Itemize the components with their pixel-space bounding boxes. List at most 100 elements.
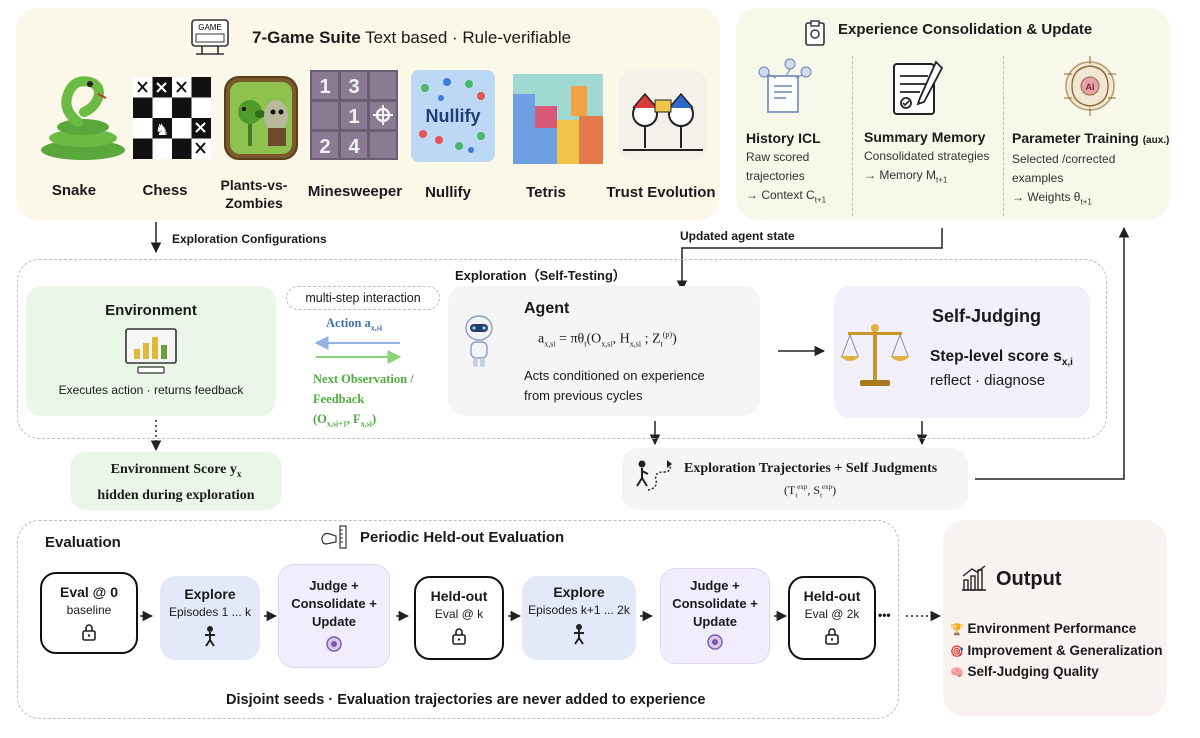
brain-icon: 🧠	[950, 667, 964, 679]
trajectories-box: Exploration Trajectories + Self Judgment…	[622, 448, 968, 510]
step-level-score: Step-level score sx,i	[930, 348, 1073, 368]
self-judging-title: Self-Judging	[932, 306, 1041, 326]
observation-line-2: Feedback	[313, 392, 365, 406]
clipboard-icon	[804, 20, 826, 46]
mine-cell-3: 1	[348, 106, 359, 128]
nullify-logo-text: Nullify	[425, 106, 480, 126]
self-judging-caption: reflect · diagnose	[930, 372, 1046, 389]
eval-step-6: Held-out Eval @ 2k	[788, 576, 876, 660]
formula-lhs-sub: x,si	[544, 339, 556, 349]
formula-args-2: , H	[612, 331, 630, 347]
parameter-training-title: Parameter Training	[1012, 130, 1139, 146]
consolidation-divider-2	[1003, 56, 1004, 216]
trajectories-formula-end: )	[832, 483, 837, 497]
trajectories-formula-a-sup: exp	[797, 483, 808, 491]
observation-line-1: Next Observation /	[313, 372, 414, 386]
lock-icon	[451, 627, 467, 650]
summary-memory-column: Summary Memory Consolidated strategies →…	[864, 128, 1002, 189]
eval-step-2: Judge + Consolidate + Update	[278, 564, 390, 668]
plants-vs-zombies-icon	[224, 76, 298, 160]
suite-subtitle: Text based · Rule-verifiable	[365, 28, 572, 47]
observation-label: Next Observation / Feedback (Ox,si+1, Fx…	[313, 369, 414, 435]
consolidate-cycle-icon	[325, 635, 343, 658]
observation-sub-1: x,si+1	[326, 419, 347, 429]
trajectories-formula-b-sup: exp	[822, 483, 833, 491]
parameter-training-sub: t+1	[1080, 197, 1092, 207]
eval-step-4-sub: Episodes k+1 ... 2k	[528, 603, 630, 617]
output-item-performance: 🏆 Environment Performance	[950, 619, 1163, 641]
eval-step-6-title: Held-out	[803, 588, 861, 604]
evaluation-ellipsis: •••	[878, 608, 891, 622]
balance-scale-icon	[840, 320, 910, 392]
output-panel	[943, 520, 1167, 716]
formula-eq: = πθ	[555, 331, 585, 347]
trophy-icon: 🏆	[950, 624, 964, 636]
consolidation-title: Experience Consolidation & Update	[838, 21, 1093, 38]
eval-step-4-title: Explore	[553, 584, 605, 600]
exploration-configurations-label: Exploration Configurations	[172, 232, 327, 246]
game-label-nullify: Nullify	[425, 184, 471, 201]
environment-score-line-2: hidden during exploration	[97, 487, 255, 503]
path-climber-icon	[634, 458, 674, 494]
formula-z-sup: (p)	[662, 330, 673, 339]
consolidation-divider-1	[852, 56, 853, 216]
summary-memory-title: Summary Memory	[864, 129, 986, 145]
parameter-training-line-2: examples	[1012, 171, 1064, 185]
history-icl-sub: t+1	[814, 195, 827, 205]
suite-heading: 7-Game Suite Text based · Rule-verifiabl…	[252, 28, 571, 48]
history-icl-column: History ICL Raw scored trajectories → Co…	[746, 129, 850, 209]
self-judging-box: Self-Judging Step-level score sx,i refle…	[834, 286, 1090, 418]
formula-theta-sub: t	[584, 339, 587, 349]
trust-evolution-icon	[619, 70, 707, 160]
nullify-game-icon: Nullify	[411, 70, 495, 162]
eval-step-1-sub: Episodes 1 ... k	[168, 605, 252, 619]
eval-step-5-title: Judge + Consolidate + Update	[672, 578, 758, 629]
eval-step-3: Held-out Eval @ k	[414, 576, 504, 660]
evaluation-region	[17, 520, 899, 719]
environment-score-line-1: Environment Score y	[110, 462, 237, 477]
game-label-pvz-text: Plants-vs- Zombies	[220, 177, 288, 211]
ruler-hand-icon	[320, 524, 350, 550]
history-network-icon	[756, 58, 812, 116]
eval-step-0-sub: baseline	[66, 603, 112, 617]
formula-z-sub: t	[660, 339, 663, 349]
eval-step-3-title: Held-out	[430, 588, 488, 604]
summary-memory-line-1: Consolidated strategies	[864, 149, 990, 163]
agent-formula: ax,si = πθt(Ox,si, Hx,si ; Zt(p))	[538, 330, 677, 348]
trajectories-formula-b: , S	[807, 483, 821, 497]
formula-o-sub: x,si	[601, 339, 613, 349]
formula-args-3: ; Z	[641, 331, 661, 347]
output-item-performance-text: Environment Performance	[967, 621, 1137, 636]
consolidate-cycle-icon	[706, 633, 724, 656]
parameter-training-line-1: Selected /corrected	[1012, 152, 1116, 166]
game-label-chess: Chess	[142, 182, 188, 199]
observation-sub-2: x,si	[360, 419, 373, 429]
game-label-snake: Snake	[51, 182, 97, 199]
eval-step-3-sub: Eval @ k	[434, 607, 484, 621]
trajectories-formula-a: (T	[784, 483, 796, 497]
observation-line-3: (O	[313, 412, 327, 426]
lock-icon	[824, 627, 840, 650]
agent-caption-line-2: from previous cycles	[524, 388, 643, 403]
explorer-figure-icon	[570, 623, 588, 650]
formula-args-1: (O	[586, 331, 602, 347]
evaluation-footer: Disjoint seeds · Evaluation trajectories…	[226, 692, 706, 708]
history-icl-title: History ICL	[746, 130, 821, 146]
history-icl-line-1: Raw scored	[746, 150, 810, 164]
updated-agent-state-label: Updated agent state	[680, 229, 795, 243]
trajectories-formula-a-sub: t	[795, 491, 798, 500]
target-icon: 🎯	[950, 645, 964, 658]
minesweeper-game-icon: 1 3 1 2 4	[310, 70, 398, 160]
game-console-icon: GAME	[188, 16, 232, 60]
multi-step-interaction-label: multi-step interaction	[305, 291, 421, 305]
chess-game-icon: ♞	[133, 77, 211, 159]
robot-icon	[462, 314, 496, 370]
output-item-improvement: 🎯 Improvement & Generalization	[950, 641, 1163, 663]
step-level-score-sub: x,i	[1061, 357, 1073, 369]
monitor-chart-icon	[124, 327, 178, 377]
formula-h-sub: x,si	[629, 339, 642, 349]
agent-caption: Acts conditioned on experience from prev…	[524, 366, 705, 406]
mine-cell-5: 4	[348, 136, 360, 158]
summary-memory-sub: t+1	[936, 175, 948, 185]
